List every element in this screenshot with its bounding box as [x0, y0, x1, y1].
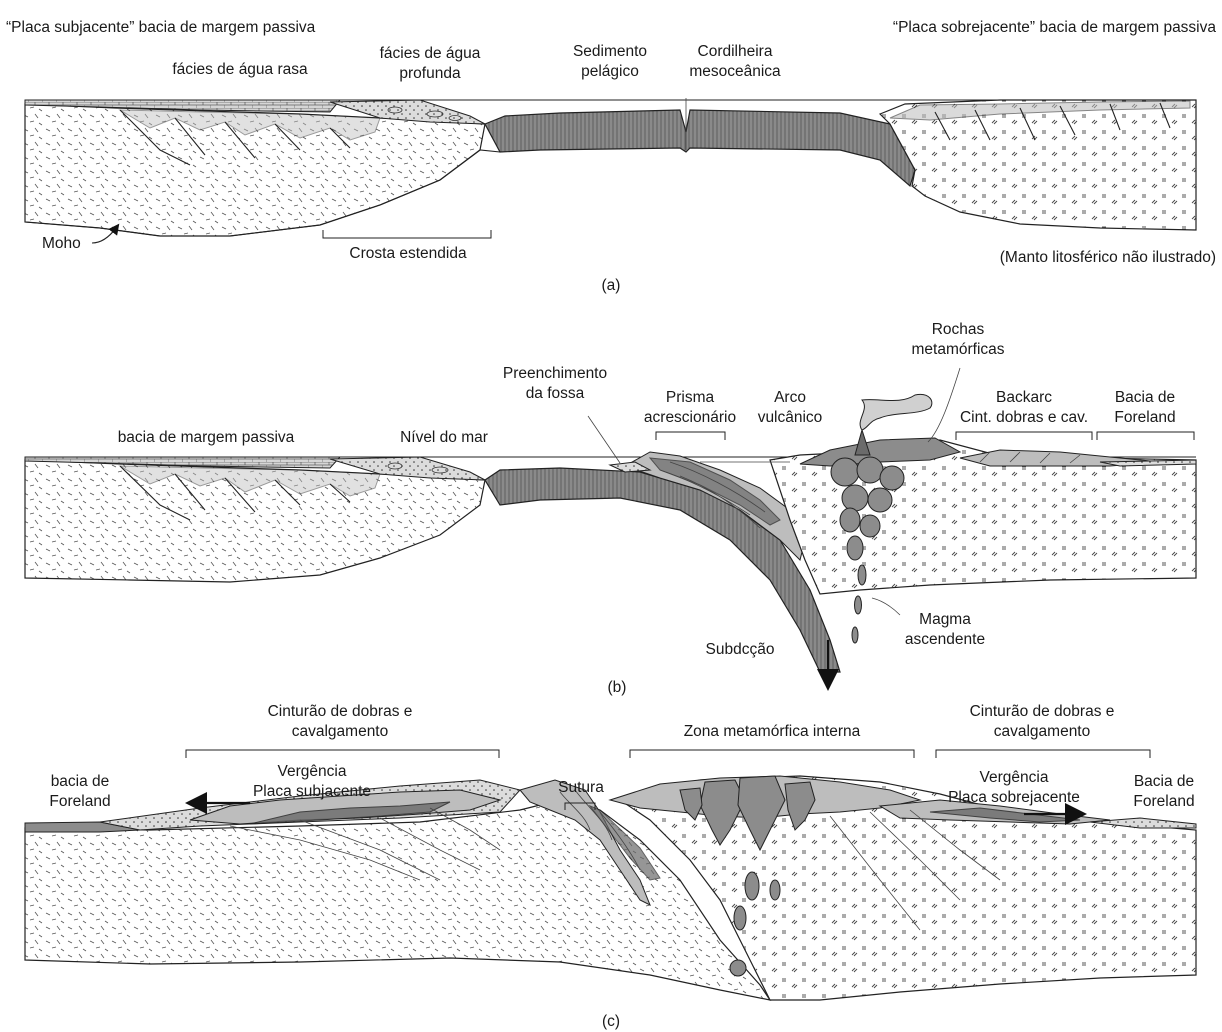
internal-zone-label: Zona metamórfica interna: [684, 723, 861, 740]
ridge-label-1: Cordilheira: [698, 43, 773, 60]
panel-a-title-right: “Placa sobrejacente” bacia de margem pas…: [893, 19, 1216, 36]
trench-fill-label-1: Preenchimento: [503, 365, 607, 382]
foreland-right-label-1: Bacia de: [1134, 773, 1194, 790]
magma-label-2: ascendente: [905, 631, 985, 648]
backarc-label-1: Backarc: [996, 389, 1052, 406]
foreland-left-label-2: Foreland: [49, 793, 110, 810]
shallow-facies-label: fácies de água rasa: [172, 61, 308, 78]
suture-label: Sutura: [558, 779, 604, 796]
arc-label-1: Arco: [774, 389, 806, 406]
magma-label-1: Magma: [919, 611, 971, 628]
prism-label-1: Prisma: [666, 389, 715, 406]
panel-c: [25, 750, 1196, 1000]
ridge-label-2: mesoceânica: [689, 63, 781, 80]
metamorphic-rocks-label-2: metamórficas: [911, 341, 1004, 358]
sea-level-label: Nível do mar: [400, 429, 488, 446]
arc-label-2: vulcânico: [758, 409, 823, 426]
deep-facies-label-2: profunda: [399, 65, 461, 82]
vergence-right-label-1: Vergência: [980, 769, 1049, 786]
metamorphic-rocks-label-1: Rochas: [932, 321, 985, 338]
subduction-label: Subdcção: [706, 641, 775, 658]
trench-fill-label-2: da fossa: [526, 385, 585, 402]
passive-basin-label: bacia de margem passiva: [118, 429, 295, 446]
prism-label-2: acrescionário: [644, 409, 736, 426]
vergence-left-label-2: Placa subjacente: [253, 783, 371, 800]
deep-facies-label-1: fácies de água: [380, 45, 481, 62]
vergence-right-label-2: Placa sobrejacente: [948, 789, 1080, 806]
belt-right-label-1: Cinturão de dobras e: [970, 703, 1115, 720]
foreland-label-b-1: Bacia de: [1115, 389, 1175, 406]
extended-crust-label: Crosta estendida: [349, 245, 467, 262]
vergence-left-label-1: Vergência: [278, 763, 347, 780]
pelagic-label-1: Sedimento: [573, 43, 647, 60]
backarc-label-2: Cint. dobras e cav.: [960, 409, 1088, 426]
pelagic-label-2: pelágico: [581, 63, 639, 80]
panel-a: [25, 98, 1196, 243]
panel-b-label: (b): [608, 679, 627, 696]
foreland-label-b-2: Foreland: [1114, 409, 1175, 426]
belt-left-label-1: Cinturão de dobras e: [268, 703, 413, 720]
mantle-note-label: (Manto litosférico não ilustrado): [1000, 249, 1216, 266]
foreland-left-label-1: bacia de: [51, 773, 110, 790]
moho-label: Moho: [42, 235, 81, 252]
panel-a-label: (a): [602, 277, 621, 294]
foreland-right-label-2: Foreland: [1133, 793, 1194, 810]
panel-a-title-left: “Placa subjacente” bacia de margem passi…: [6, 19, 316, 36]
panel-c-label: (c): [602, 1013, 620, 1030]
belt-right-label-2: cavalgamento: [994, 723, 1091, 740]
belt-left-label-2: cavalgamento: [292, 723, 389, 740]
